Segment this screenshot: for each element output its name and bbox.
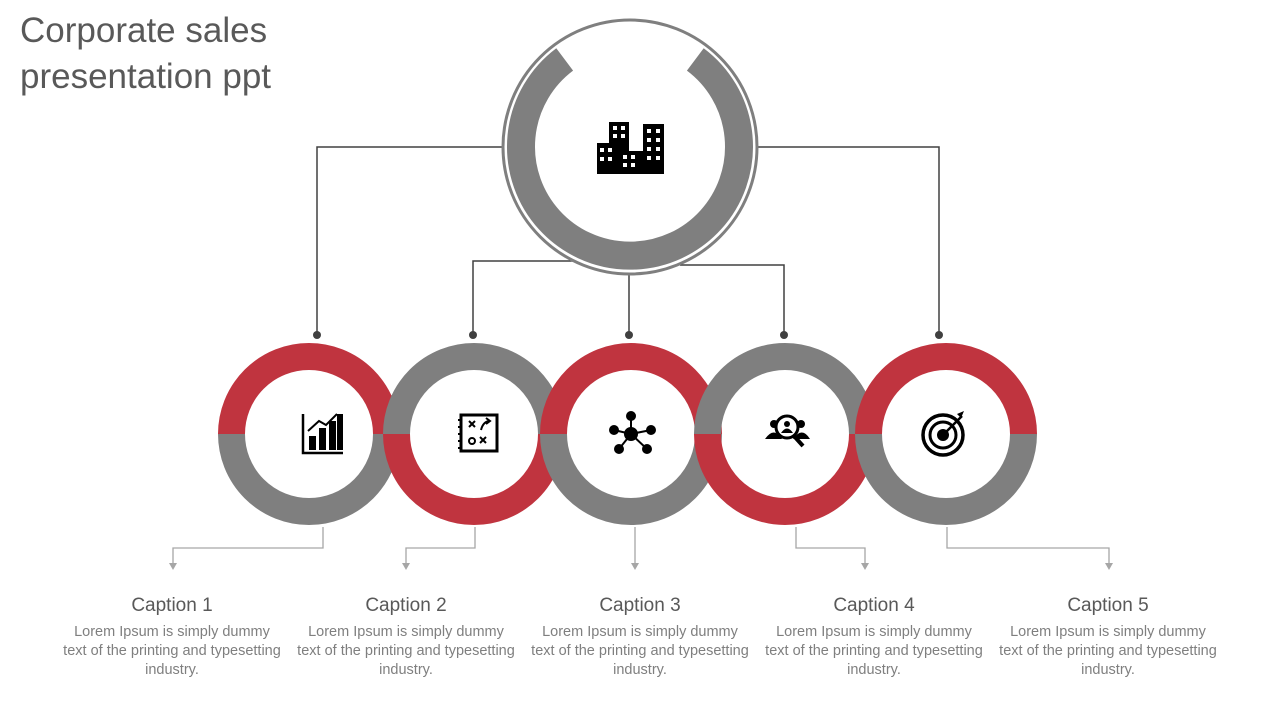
ring-2 — [383, 343, 565, 525]
connector-lines — [316, 146, 940, 335]
ring-chain — [218, 343, 1037, 525]
caption-title: Caption 5 — [1067, 595, 1149, 616]
bar-chart-growth-icon — [301, 413, 343, 455]
connector-2 — [472, 260, 575, 335]
caption-arrows — [172, 527, 1110, 564]
caption-body: Lorem Ipsum is simply dummy text of the … — [999, 624, 1217, 678]
connector-1 — [316, 146, 505, 335]
caption-body: Lorem Ipsum is simply dummy text of the … — [531, 624, 749, 678]
caption-body: Lorem Ipsum is simply dummy text of the … — [63, 624, 281, 678]
caption-block-2: Caption 2 Lorem Ipsum is simply dummy te… — [296, 595, 516, 680]
page-title: Corporate sales presentation ppt — [20, 8, 271, 100]
connector-4 — [680, 264, 785, 335]
caption-title: Caption 3 — [599, 595, 681, 616]
caption-title: Caption 1 — [131, 595, 213, 616]
buildings-icon — [597, 122, 664, 174]
ring-4 — [694, 343, 876, 525]
hub — [501, 18, 759, 276]
caption-arrowheads — [169, 563, 1113, 570]
caption-block-1: Caption 1 Lorem Ipsum is simply dummy te… — [62, 595, 282, 680]
caption-body: Lorem Ipsum is simply dummy text of the … — [297, 624, 515, 678]
connector-dots — [313, 331, 943, 339]
title-line-2: presentation ppt — [20, 57, 272, 96]
network-hub-icon — [609, 411, 656, 454]
hub-outer-ring — [501, 18, 759, 276]
caption-block-5: Caption 5 Lorem Ipsum is simply dummy te… — [998, 595, 1218, 680]
caption-title: Caption 2 — [365, 595, 447, 616]
caption-title: Caption 4 — [833, 595, 915, 616]
hub-inner-arc — [507, 48, 753, 270]
connector-5 — [755, 146, 940, 335]
ring-5 — [855, 343, 1037, 525]
caption-block-3: Caption 3 Lorem Ipsum is simply dummy te… — [530, 595, 750, 680]
target-icon — [921, 411, 965, 457]
title-line-1: Corporate sales — [20, 11, 268, 50]
caption-block-4: Caption 4 Lorem Ipsum is simply dummy te… — [764, 595, 984, 680]
strategy-board-icon — [458, 413, 499, 453]
ring-1 — [218, 343, 400, 525]
caption-body: Lorem Ipsum is simply dummy text of the … — [765, 624, 983, 678]
ring-3 — [540, 343, 722, 525]
team-search-icon — [765, 414, 810, 448]
